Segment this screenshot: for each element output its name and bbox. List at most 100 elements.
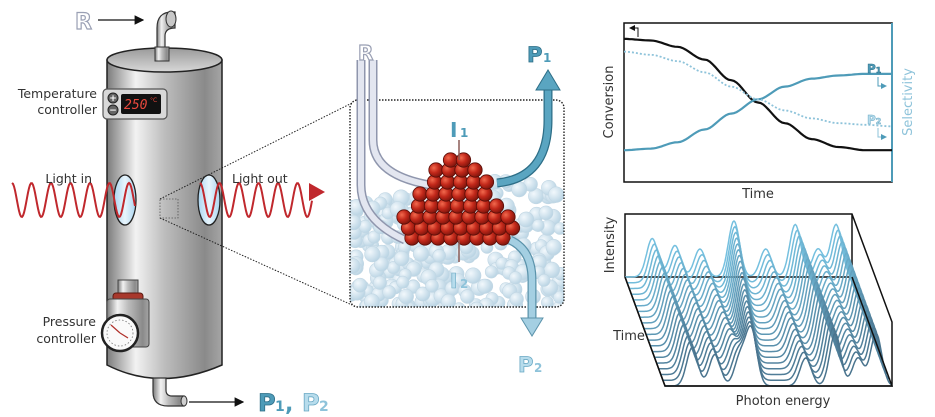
support-particle xyxy=(412,245,430,262)
increase-temp-button[interactable] xyxy=(107,92,119,104)
product2-arrow-icon xyxy=(520,317,544,337)
chart1-ylabel: Conversion xyxy=(602,66,617,139)
support-particle xyxy=(541,296,554,307)
chart1-y2label: Selectivity xyxy=(901,68,916,136)
conversion-axis-pointer xyxy=(629,25,639,37)
p1-axis-pointer xyxy=(877,77,887,89)
catalyst-atom xyxy=(488,198,505,214)
support-particle xyxy=(469,301,484,307)
support-particle xyxy=(538,205,554,221)
support-particle xyxy=(460,289,475,304)
chart2-ylabel: Intensity xyxy=(603,216,618,273)
catalyst-zoom-panel: R P 1 P 2 I 1 I 2 xyxy=(349,40,565,377)
chart2-zlabel: Time xyxy=(612,329,645,344)
catalyst-atom xyxy=(500,209,516,225)
conversion-selectivity-chart: P1 P2 Time Conversion Selectivity xyxy=(602,22,916,202)
intermediate2-label: I xyxy=(450,269,457,293)
support-particle xyxy=(537,273,551,287)
light-out-wave xyxy=(199,181,313,219)
light-in-label: Light in xyxy=(45,171,92,186)
support-particle xyxy=(508,271,523,285)
support-particle xyxy=(350,258,361,274)
support-particle xyxy=(548,186,564,203)
zoom-region-marker xyxy=(159,198,179,219)
svg-text:+: + xyxy=(109,94,117,104)
pressure-controller[interactable] xyxy=(100,279,150,353)
temperature-controller-label-line2: controller xyxy=(37,102,97,117)
temperature-controller-label-line1: Temperature xyxy=(17,86,97,101)
catalyst-atom xyxy=(455,152,472,168)
support-particle xyxy=(545,239,562,256)
reactor-inlet-label: R xyxy=(75,10,92,35)
catalyst-product1-subscript: 1 xyxy=(543,51,551,65)
support-particle xyxy=(425,278,439,293)
support-particle xyxy=(553,290,564,304)
support-particle xyxy=(553,222,564,235)
chart2-front-frame xyxy=(624,276,894,387)
support-particle xyxy=(509,292,524,307)
intermediate2-subscript: 2 xyxy=(460,277,468,291)
support-particle xyxy=(373,256,389,272)
product1-path xyxy=(496,88,553,188)
catalyst-atom xyxy=(428,162,444,178)
catalyst-nanoparticle xyxy=(396,152,521,246)
light-in-wave xyxy=(11,181,136,219)
support-particle xyxy=(484,265,498,279)
temperature-unit: °C xyxy=(150,97,157,104)
zoom-box xyxy=(349,99,565,308)
support-particle xyxy=(518,211,535,228)
svg-text:P: P xyxy=(302,389,320,417)
catalyst-atom xyxy=(442,152,459,168)
svg-text:−: − xyxy=(109,106,117,116)
support-particle xyxy=(372,275,387,290)
outlet-pipe xyxy=(152,377,185,407)
pressure-controller-label-line1: Pressure xyxy=(43,314,97,329)
catalyst-atom xyxy=(478,174,495,190)
product1-arrow-icon xyxy=(535,69,561,91)
catalyst-atom xyxy=(412,186,428,202)
catalyst-product1-label: P xyxy=(527,43,542,67)
chart1-xlabel: Time xyxy=(741,187,774,202)
support-particle xyxy=(350,214,362,231)
intermediate1-label: I xyxy=(450,118,457,142)
decrease-temp-button[interactable] xyxy=(107,104,119,116)
support-particle xyxy=(452,302,466,307)
temperature-controller[interactable]: + − 250 °C xyxy=(102,88,168,120)
reactor-outlet-products: P 1 , P 2 xyxy=(258,389,329,417)
chart1-annotation-p1: P1 xyxy=(867,62,882,76)
support-particle xyxy=(465,267,482,284)
p2-axis-pointer xyxy=(877,128,887,140)
pressure-controller-label-line2: controller xyxy=(36,331,96,346)
temperature-value: 250 xyxy=(124,98,148,113)
chart1-annotation-p2: P2 xyxy=(867,113,881,127)
light-out-arrow-icon xyxy=(309,183,325,201)
reactor: + − 250 °C Temperature controller Pressu… xyxy=(11,9,353,417)
support-particle xyxy=(382,285,397,300)
spectra-waterfall-chart: Intensity Time Photon energy xyxy=(603,213,894,409)
catalyst-reactant-label: R xyxy=(358,41,373,65)
support-particle xyxy=(352,277,368,293)
support-particle xyxy=(398,288,414,305)
chart2-xlabel: Photon energy xyxy=(736,394,831,409)
support-particle xyxy=(440,293,457,307)
temperature-display xyxy=(121,94,161,114)
support-particle xyxy=(396,275,410,289)
support-particle xyxy=(363,293,380,307)
catalyst-atom xyxy=(467,162,483,178)
catalyst-atom xyxy=(396,209,412,225)
svg-text:P: P xyxy=(258,389,276,417)
support-particle xyxy=(531,219,545,232)
svg-text:,: , xyxy=(285,392,293,417)
light-out-label: Light out xyxy=(232,171,288,186)
chart1-series-conversion xyxy=(624,37,892,152)
support-particle xyxy=(393,250,410,267)
support-particle xyxy=(364,246,381,263)
chart1-series-p2 xyxy=(623,50,892,128)
support-particle xyxy=(415,286,431,302)
support-particle xyxy=(367,230,381,244)
catalyst-product2-subscript: 2 xyxy=(534,361,542,375)
support-particle xyxy=(432,249,447,263)
svg-text:2: 2 xyxy=(319,399,329,415)
support-particle xyxy=(476,278,492,294)
